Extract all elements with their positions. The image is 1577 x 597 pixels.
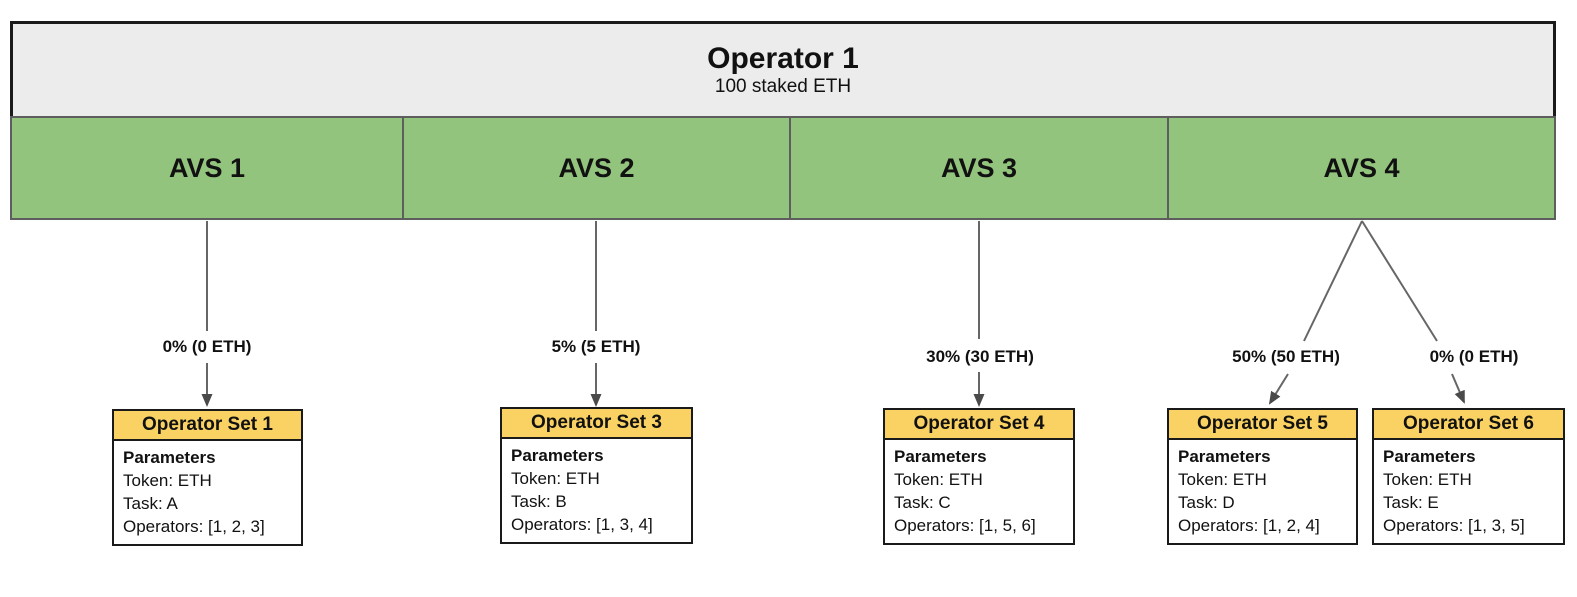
operator-set-1-title: Operator Set 1 (114, 411, 301, 441)
params-heading: Parameters (1383, 447, 1476, 466)
operator-set-5-params: Parameters Token: ETH Task: D Operators:… (1169, 440, 1356, 537)
operator-title: Operator 1 (707, 42, 859, 76)
param-task: Task: E (1383, 493, 1439, 512)
arrow-avs4-to-set6-upper (1361, 220, 1438, 342)
param-task: Task: A (123, 494, 178, 513)
operator-set-6-title: Operator Set 6 (1374, 410, 1563, 440)
operator-set-6-params: Parameters Token: ETH Task: E Operators:… (1374, 440, 1563, 537)
operator-set-1-params: Parameters Token: ETH Task: A Operators:… (114, 441, 301, 538)
arrow-avs4-to-set5-lower (1268, 373, 1289, 405)
allocation-label-avs3: 30% (30 ETH) (923, 347, 1037, 367)
param-task: Task: B (511, 492, 567, 511)
operator-set-3-title: Operator Set 3 (502, 409, 691, 439)
operator-set-card-3: Operator Set 3 Parameters Token: ETH Tas… (500, 407, 693, 544)
allocation-label-avs1: 0% (0 ETH) (159, 337, 255, 357)
operator-set-card-1: Operator Set 1 Parameters Token: ETH Tas… (112, 409, 303, 546)
allocation-label-avs4-set5: 50% (50 ETH) (1229, 347, 1343, 367)
param-token: Token: ETH (1383, 470, 1472, 489)
param-token: Token: ETH (1178, 470, 1267, 489)
allocation-label-avs4-set6: 0% (0 ETH) (1426, 347, 1522, 367)
param-operators: Operators: [1, 3, 5] (1383, 516, 1525, 535)
avs-label-3: AVS 3 (940, 152, 1018, 183)
param-operators: Operators: [1, 3, 4] (511, 515, 653, 534)
operator-set-card-5: Operator Set 5 Parameters Token: ETH Tas… (1167, 408, 1358, 545)
params-heading: Parameters (1178, 447, 1271, 466)
arrow-avs4-to-set6-lower (1451, 373, 1465, 404)
operator-set-card-6: Operator Set 6 Parameters Token: ETH Tas… (1372, 408, 1565, 545)
params-heading: Parameters (894, 447, 987, 466)
operator-set-5-title: Operator Set 5 (1169, 410, 1356, 440)
param-token: Token: ETH (123, 471, 212, 490)
allocation-label-avs2: 5% (5 ETH) (548, 337, 644, 357)
param-operators: Operators: [1, 2, 4] (1178, 516, 1320, 535)
param-token: Token: ETH (894, 470, 983, 489)
param-operators: Operators: [1, 2, 3] (123, 517, 265, 536)
avs-label-1: AVS 1 (168, 152, 246, 183)
arrow-avs4-to-set5-upper (1303, 220, 1363, 342)
param-task: Task: C (894, 493, 951, 512)
operator-set-4-title: Operator Set 4 (885, 410, 1073, 440)
param-token: Token: ETH (511, 469, 600, 488)
avs-band: AVS 1 AVS 2 AVS 3 AVS 4 (10, 116, 1556, 220)
params-heading: Parameters (123, 448, 216, 467)
params-heading: Parameters (511, 446, 604, 465)
param-operators: Operators: [1, 5, 6] (894, 516, 1036, 535)
avs-node-4: AVS 4 (1167, 118, 1554, 218)
avs-node-3: AVS 3 (789, 118, 1167, 218)
avs-node-2: AVS 2 (402, 118, 789, 218)
avs-label-2: AVS 2 (558, 152, 635, 183)
operator-set-4-params: Parameters Token: ETH Task: C Operators:… (885, 440, 1073, 537)
param-task: Task: D (1178, 493, 1235, 512)
avs-node-1: AVS 1 (12, 118, 402, 218)
operator-set-card-4: Operator Set 4 Parameters Token: ETH Tas… (883, 408, 1075, 545)
operator-node: Operator 1 100 staked ETH (10, 21, 1556, 116)
operator-set-3-params: Parameters Token: ETH Task: B Operators:… (502, 439, 691, 536)
operator-stake-subtitle: 100 staked ETH (714, 76, 852, 98)
avs-label-4: AVS 4 (1323, 152, 1400, 183)
